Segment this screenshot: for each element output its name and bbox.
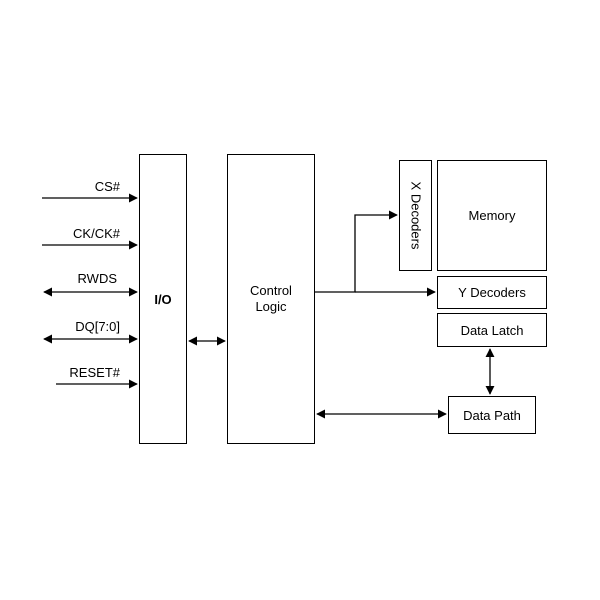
data-latch-label: Data Latch	[460, 322, 524, 338]
data-path-label: Data Path	[463, 407, 521, 423]
signal-label-dq: DQ[7:0]	[75, 319, 120, 334]
x-decoders-block: X Decoders	[399, 160, 432, 271]
control-logic-block: Control Logic	[227, 154, 315, 444]
y-decoders-block: Y Decoders	[437, 276, 547, 309]
signal-label-cs: CS#	[94, 179, 120, 194]
memory-block: Memory	[437, 160, 547, 271]
io-label: I/O	[154, 291, 172, 307]
y-decoders-label: Y Decoders	[458, 285, 526, 300]
control-logic-label: Control Logic	[250, 283, 292, 314]
x-decoders-label: X Decoders	[408, 181, 424, 250]
control-xdec-arrow	[315, 210, 398, 293]
signal-label-ck: CK/CK#	[73, 226, 120, 241]
data-latch-block: Data Latch	[437, 313, 547, 347]
data-path-block: Data Path	[448, 396, 536, 434]
signal-label-rwds: RWDS	[77, 271, 117, 286]
memory-label: Memory	[468, 208, 516, 223]
io-block: I/O	[139, 154, 187, 444]
signal-label-reset: RESET#	[69, 365, 120, 380]
